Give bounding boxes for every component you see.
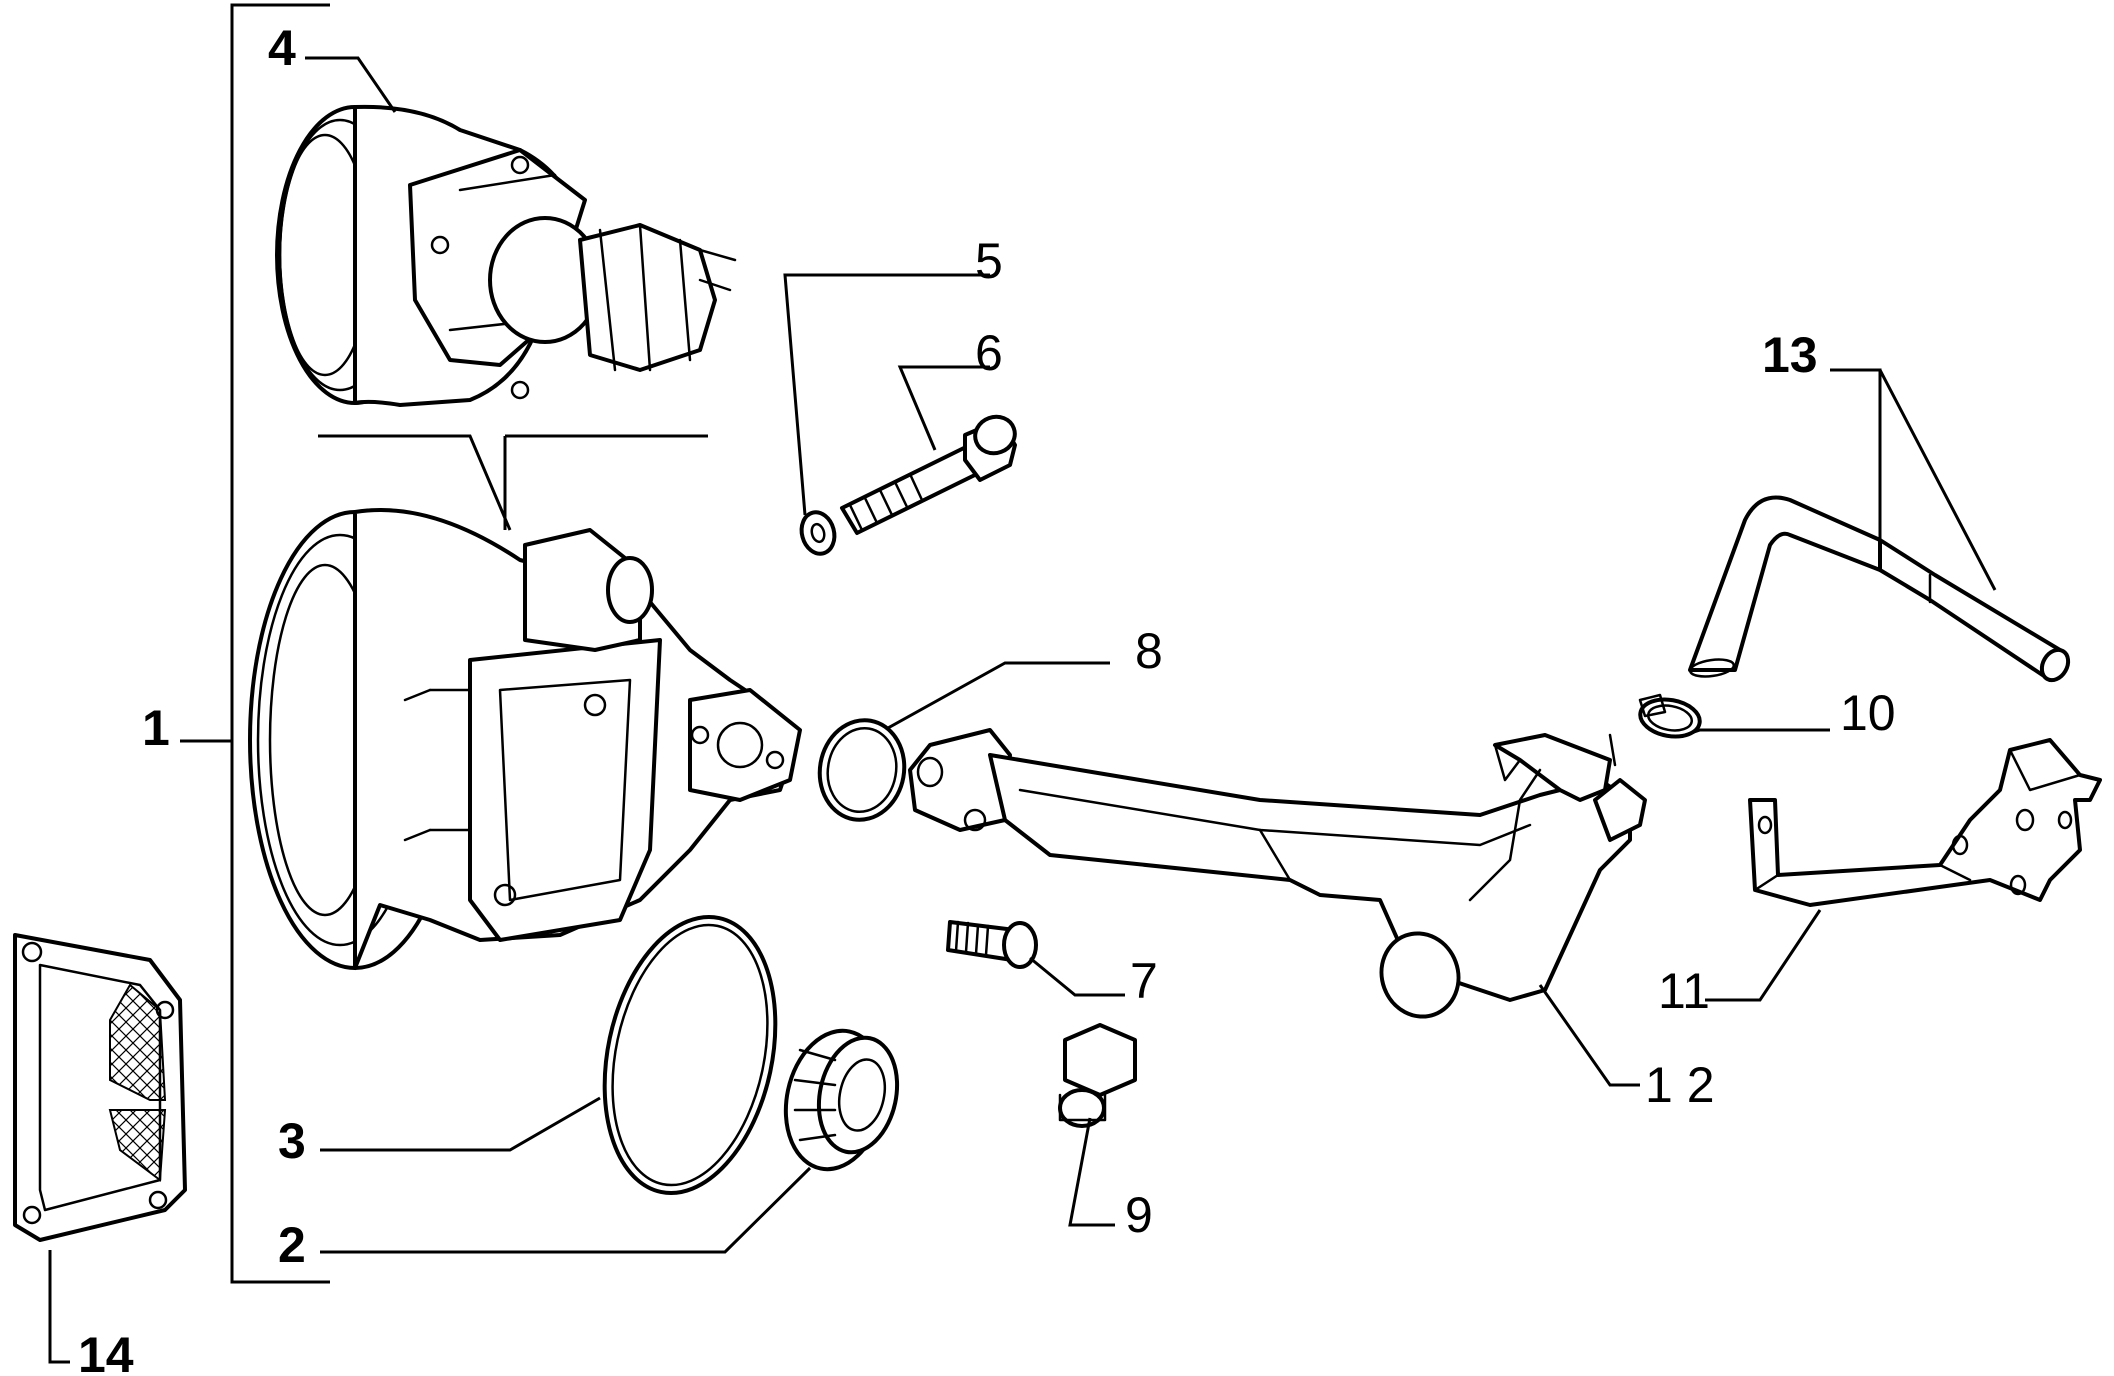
callout-3: 3: [278, 1113, 306, 1169]
callout-13: 13: [1762, 327, 1818, 383]
large-oring-part: [602, 915, 778, 1195]
assembly-bracket: [180, 3, 330, 1284]
water-pump-part: [248, 508, 802, 970]
assembly-link-line: [318, 434, 708, 531]
long-bolt-part: [840, 414, 1017, 535]
seal-bushing-part: [783, 1028, 900, 1172]
callout-5: 5: [975, 233, 1003, 289]
callout-4: 4: [268, 20, 296, 76]
small-oring-part: [817, 718, 907, 822]
gasket-part: [13, 933, 187, 1242]
leader-lines: [48, 56, 1997, 1364]
pulley-hub-part: [275, 104, 737, 407]
bracket-part: [1748, 738, 2102, 907]
nut-plug-part: [1058, 1023, 1137, 1128]
callout-11: 11: [1658, 963, 1710, 1019]
callout-9: 9: [1125, 1187, 1153, 1243]
hose-part: [1688, 495, 2071, 683]
callout-2: 2: [278, 1217, 306, 1273]
callout-12: 1 2: [1645, 1057, 1715, 1113]
callout-1: 1: [142, 700, 170, 756]
callout-14: 14: [78, 1327, 134, 1376]
callout-6: 6: [975, 325, 1003, 381]
coolant-pipe-part: [908, 728, 1647, 1019]
callout-10: 10: [1840, 685, 1896, 741]
hose-clamp-part: [1638, 693, 1702, 739]
washer-part: [799, 510, 837, 556]
callout-8: 8: [1135, 623, 1163, 679]
callout-7: 7: [1130, 953, 1158, 1009]
short-bolt-part: [946, 920, 1038, 969]
